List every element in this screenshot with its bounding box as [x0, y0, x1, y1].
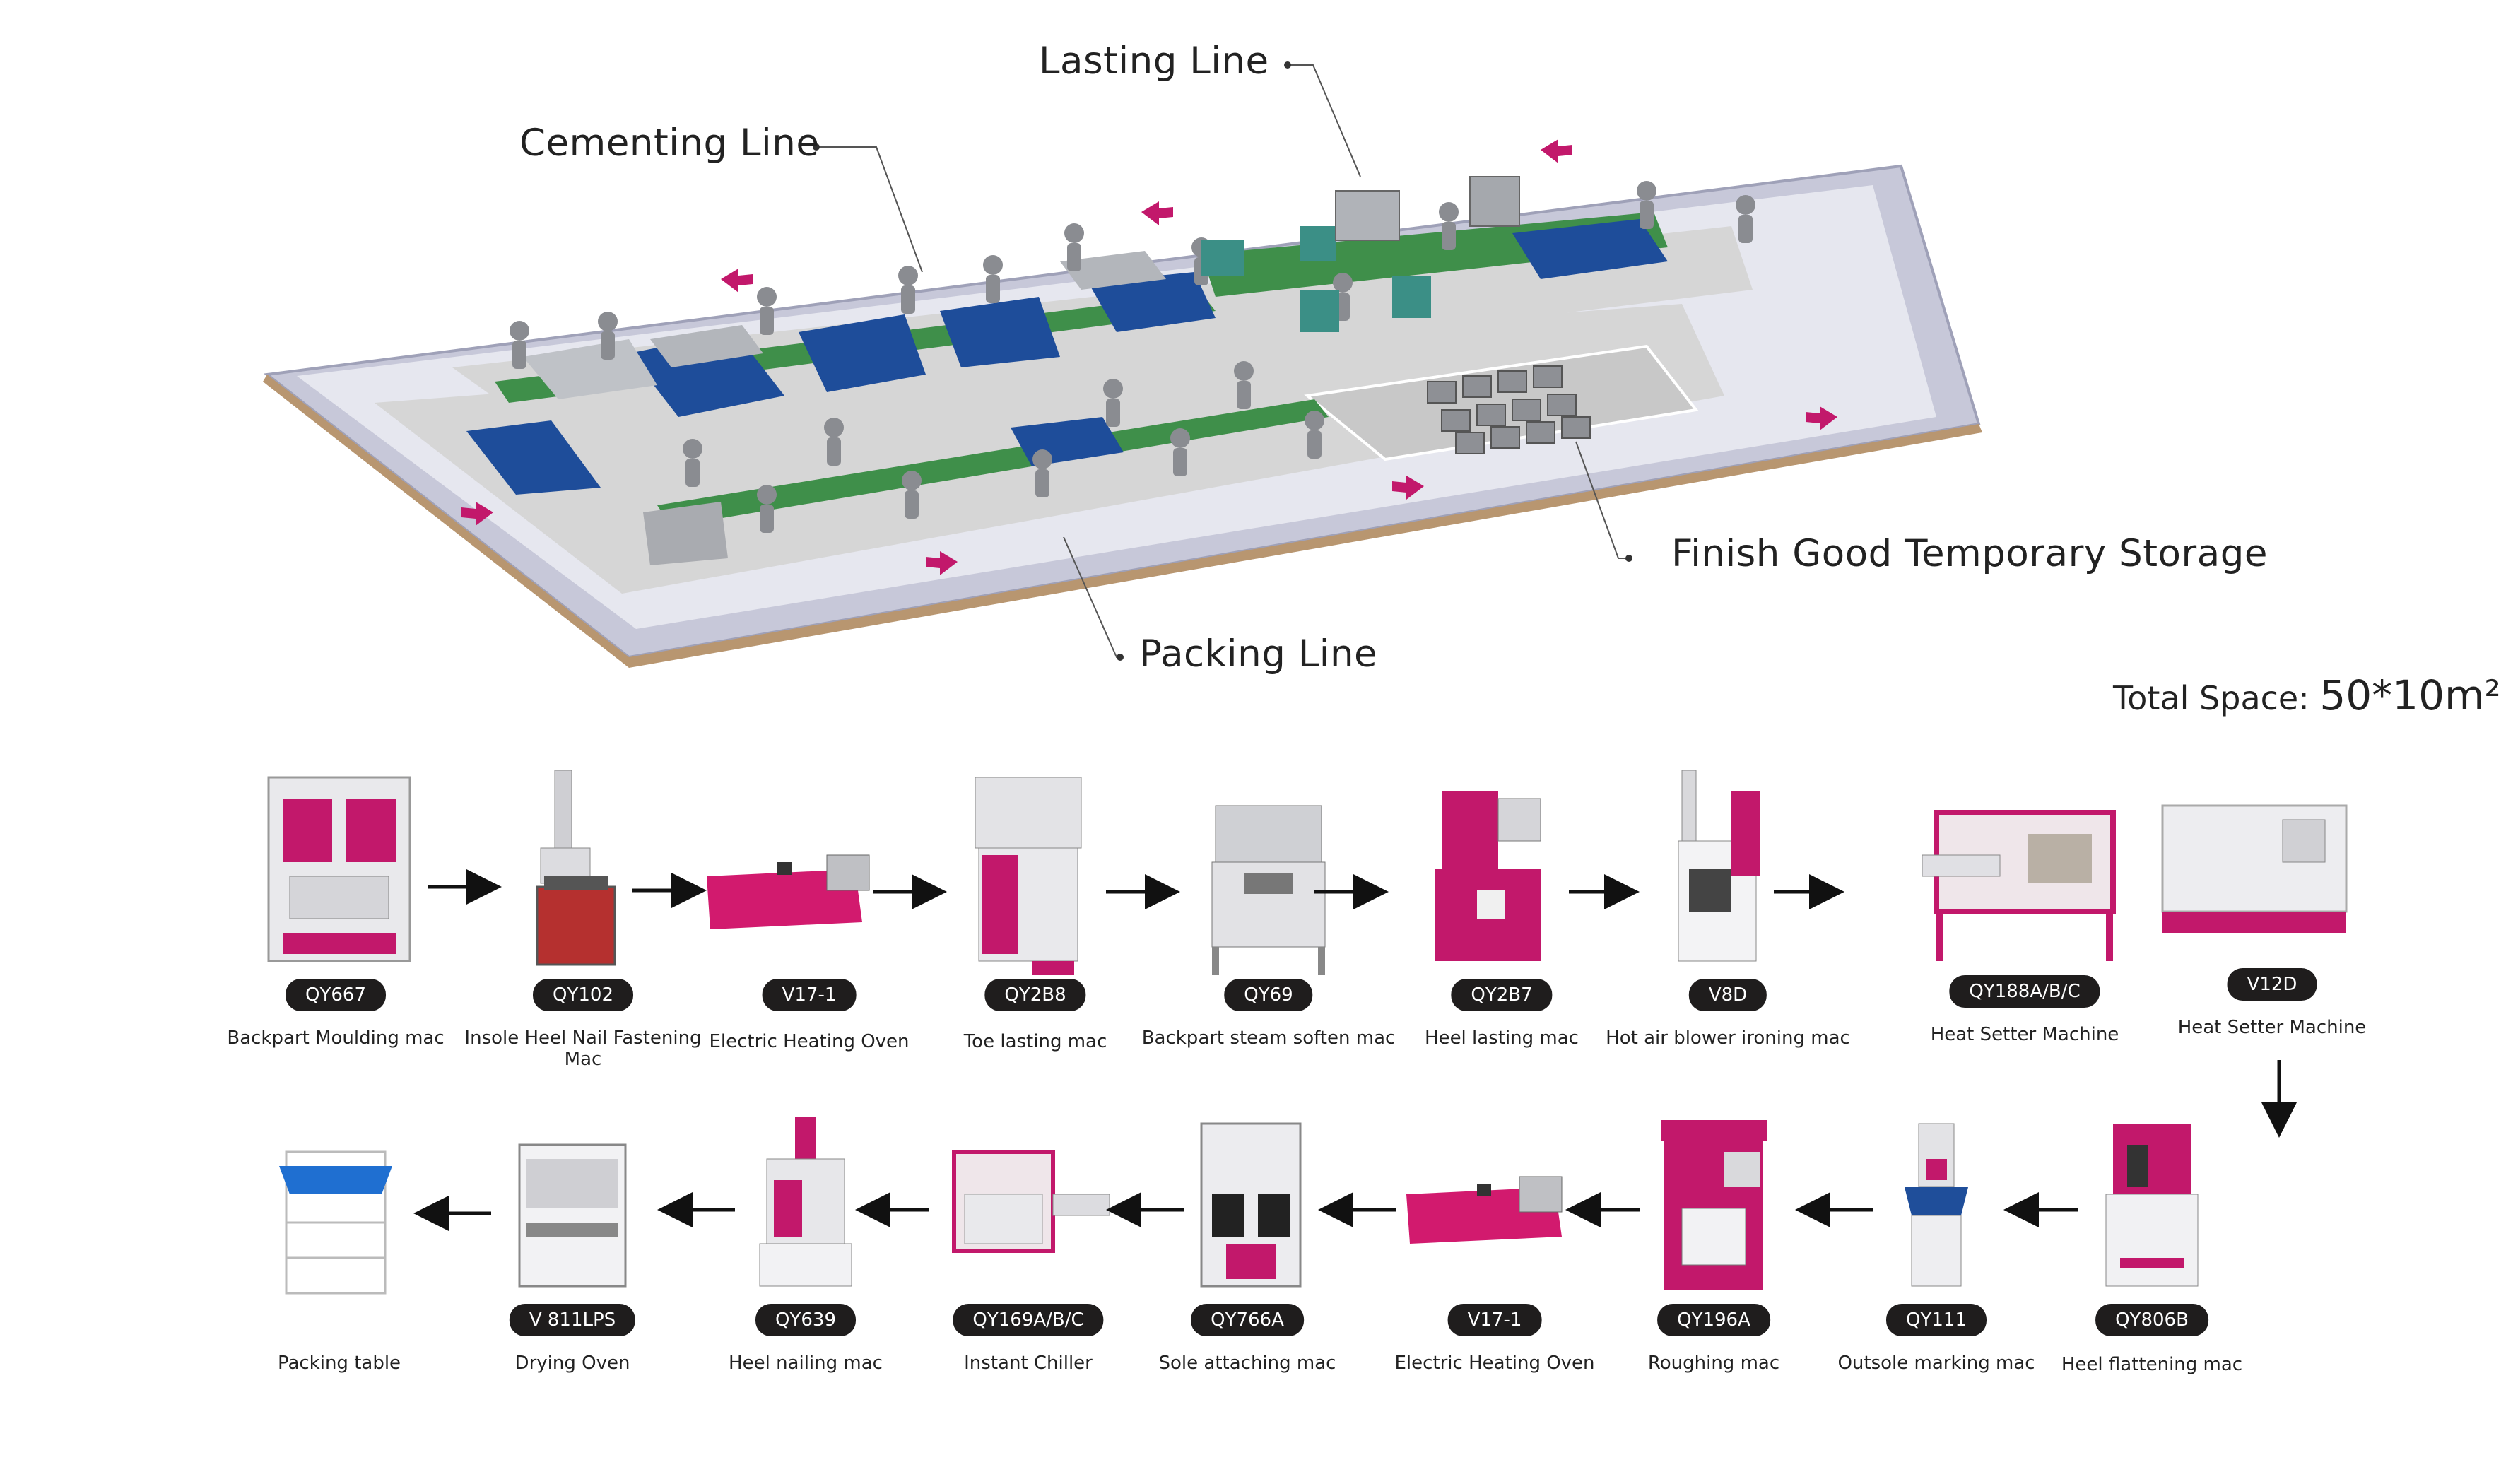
machine-label: Heel flattening mac — [2061, 1354, 2243, 1375]
machine-code-badge: QY766A — [1191, 1304, 1304, 1336]
machine-v8d-image — [1678, 770, 1760, 962]
machine-qy639-image — [759, 1117, 852, 1287]
machine-v17-1: V17-1 Electric Heating Oven — [693, 770, 926, 1138]
machine-code-badge: QY2B8 — [984, 979, 1086, 1011]
machine-qy766a-image — [1200, 1122, 1302, 1288]
machine-code-badge: V17-1 — [1447, 1304, 1542, 1336]
machine-v12d: V12D Heat Setter Machine — [2155, 770, 2389, 1138]
machine-qy188abc-image — [1922, 810, 2116, 961]
machine-label: Backpart Moulding mac — [227, 1027, 445, 1049]
direction-arrows — [461, 139, 1837, 575]
machine-code-badge: QY196A — [1657, 1304, 1770, 1336]
lasting-machine-grey — [1335, 190, 1400, 241]
total-space-label: Total Space: — [2113, 679, 2309, 717]
machine-code-badge: QY111 — [1886, 1304, 1987, 1336]
machine-label: Insole Heel Nail Fastening Mac — [464, 1027, 702, 1070]
machine-code-badge: QY169A/B/C — [953, 1304, 1104, 1336]
machine-qy667-image — [267, 776, 411, 962]
machine-packing-table: Packing table — [223, 1117, 456, 1484]
machine-qy2b7: QY2B7 Heel lasting mac — [1385, 770, 1618, 1138]
machine-qy196a: QY196A Roughing mac — [1597, 1117, 1830, 1484]
machine-label: Roughing mac — [1647, 1353, 1780, 1374]
machine-code-badge: V8D — [1688, 979, 1767, 1011]
machine-code-badge: QY639 — [755, 1304, 856, 1336]
machine-label: Instant Chiller — [964, 1353, 1093, 1374]
floor-plan — [263, 61, 1982, 668]
machine-v17-1-row2: V17-1 Electric Heating Oven — [1378, 1117, 1611, 1484]
machine-qy806b: QY806B Heel flattening mac — [2035, 1117, 2268, 1484]
packing-table-image — [279, 1150, 392, 1295]
machine-v811lps: V 811LPS Drying Oven — [456, 1117, 689, 1484]
machine-label: Packing table — [277, 1353, 401, 1374]
machine-code-badge: QY667 — [286, 979, 386, 1011]
storage-area — [1304, 344, 1699, 461]
callout-cementing-line: Cementing Line — [519, 122, 820, 165]
oven-blue-4 — [1088, 272, 1216, 332]
machine-code-badge: V12D — [2227, 968, 2317, 1001]
machine-code-badge: QY188A/B/C — [1949, 975, 2100, 1008]
oven-blue-3 — [940, 297, 1060, 367]
callout-dots — [813, 61, 1632, 661]
machine-qy667: QY667 Backpart Moulding mac — [219, 770, 452, 1138]
machine-label: Drying Oven — [514, 1353, 630, 1374]
machine-code-badge: QY69 — [1224, 979, 1313, 1011]
machine-qy69: QY69 Backpart steam soften mac — [1142, 770, 1395, 1138]
machine-qy188abc: QY188A/B/C Heat Setter Machine — [1908, 770, 2141, 1138]
machine-qy69-image — [1211, 805, 1326, 975]
total-space-value: 50*10m² — [2319, 671, 2501, 719]
machine-qy169abc: QY169A/B/C Instant Chiller — [912, 1117, 1145, 1484]
lasting-machines — [1201, 226, 1431, 332]
machine-label: Toe lasting mac — [963, 1031, 1107, 1052]
machine-label: Electric Heating Oven — [1394, 1353, 1595, 1374]
oven-blue-2 — [799, 314, 926, 392]
grey-machine-lower — [643, 502, 728, 565]
callout-finish-storage: Finish Good Temporary Storage — [1671, 532, 2268, 575]
lasting-machine-grey-2 — [1469, 176, 1520, 227]
machine-qy111-image — [1905, 1123, 1968, 1287]
board-edge-front — [629, 424, 1982, 668]
board-edge-left — [263, 375, 629, 668]
machine-code-badge: QY2B7 — [1451, 979, 1553, 1011]
machine-qy102: QY102 Insole Heel Nail Fastening Mac — [464, 770, 702, 1138]
callout-packing-line: Packing Line — [1139, 632, 1378, 676]
machine-label: Heat Setter Machine — [1930, 1024, 2119, 1045]
machine-code-badge: V 811LPS — [509, 1304, 636, 1336]
machine-qy196a-image — [1661, 1120, 1767, 1290]
machine-label: Outsole marking mac — [1837, 1353, 2035, 1374]
machine-label: Backpart steam soften mac — [1141, 1027, 1396, 1049]
machine-qy639: QY639 Heel nailing mac — [689, 1117, 922, 1484]
machine-qy2b7-image — [1435, 791, 1541, 961]
callout-lasting-line: Lasting Line — [1039, 40, 1269, 83]
grey-cover-3 — [1060, 251, 1166, 290]
grey-cover-2 — [650, 325, 763, 367]
machine-qy169abc-image — [952, 1150, 1110, 1253]
machine-label: Hot air blower ironing mac — [1606, 1027, 1850, 1049]
machine-qy102-image — [536, 770, 616, 966]
machine-v12d-image — [2161, 804, 2348, 933]
machine-code-badge: V17-1 — [762, 979, 857, 1011]
oven-blue-lower-1 — [466, 420, 601, 495]
machine-qy111: QY111 Outsole marking mac — [1820, 1117, 2053, 1484]
machine-label: Electric Heating Oven — [709, 1031, 910, 1052]
storage-boxes — [1427, 365, 1591, 454]
machine-code-badge: QY102 — [533, 979, 633, 1011]
oven-blue-5 — [1512, 219, 1668, 279]
grey-cover-1 — [523, 339, 657, 399]
machine-qy2b8-image — [975, 777, 1082, 975]
packing-conveyor-green — [657, 399, 1329, 526]
machine-label: Heel lasting mac — [1425, 1027, 1579, 1049]
total-space: Total Space: 50*10m² — [2113, 671, 2501, 719]
machine-label: Heel nailing mac — [729, 1353, 883, 1374]
machine-v17-1-row2-image — [1406, 1176, 1563, 1244]
machine-label: Sole attaching mac — [1158, 1353, 1336, 1374]
machine-label: Heat Setter Machine — [2177, 1017, 2367, 1038]
machine-v17-1-image — [707, 854, 870, 929]
machine-code-badge: QY806B — [2095, 1304, 2208, 1336]
machine-v8d: V8D Hot air blower ironing mac — [1606, 770, 1850, 1138]
machine-qy766a: QY766A Sole attaching mac — [1131, 1117, 1364, 1484]
machine-qy806b-image — [2105, 1124, 2199, 1287]
machine-v811lps-image — [518, 1143, 627, 1288]
machine-qy2b8: QY2B8 Toe lasting mac — [919, 770, 1152, 1138]
